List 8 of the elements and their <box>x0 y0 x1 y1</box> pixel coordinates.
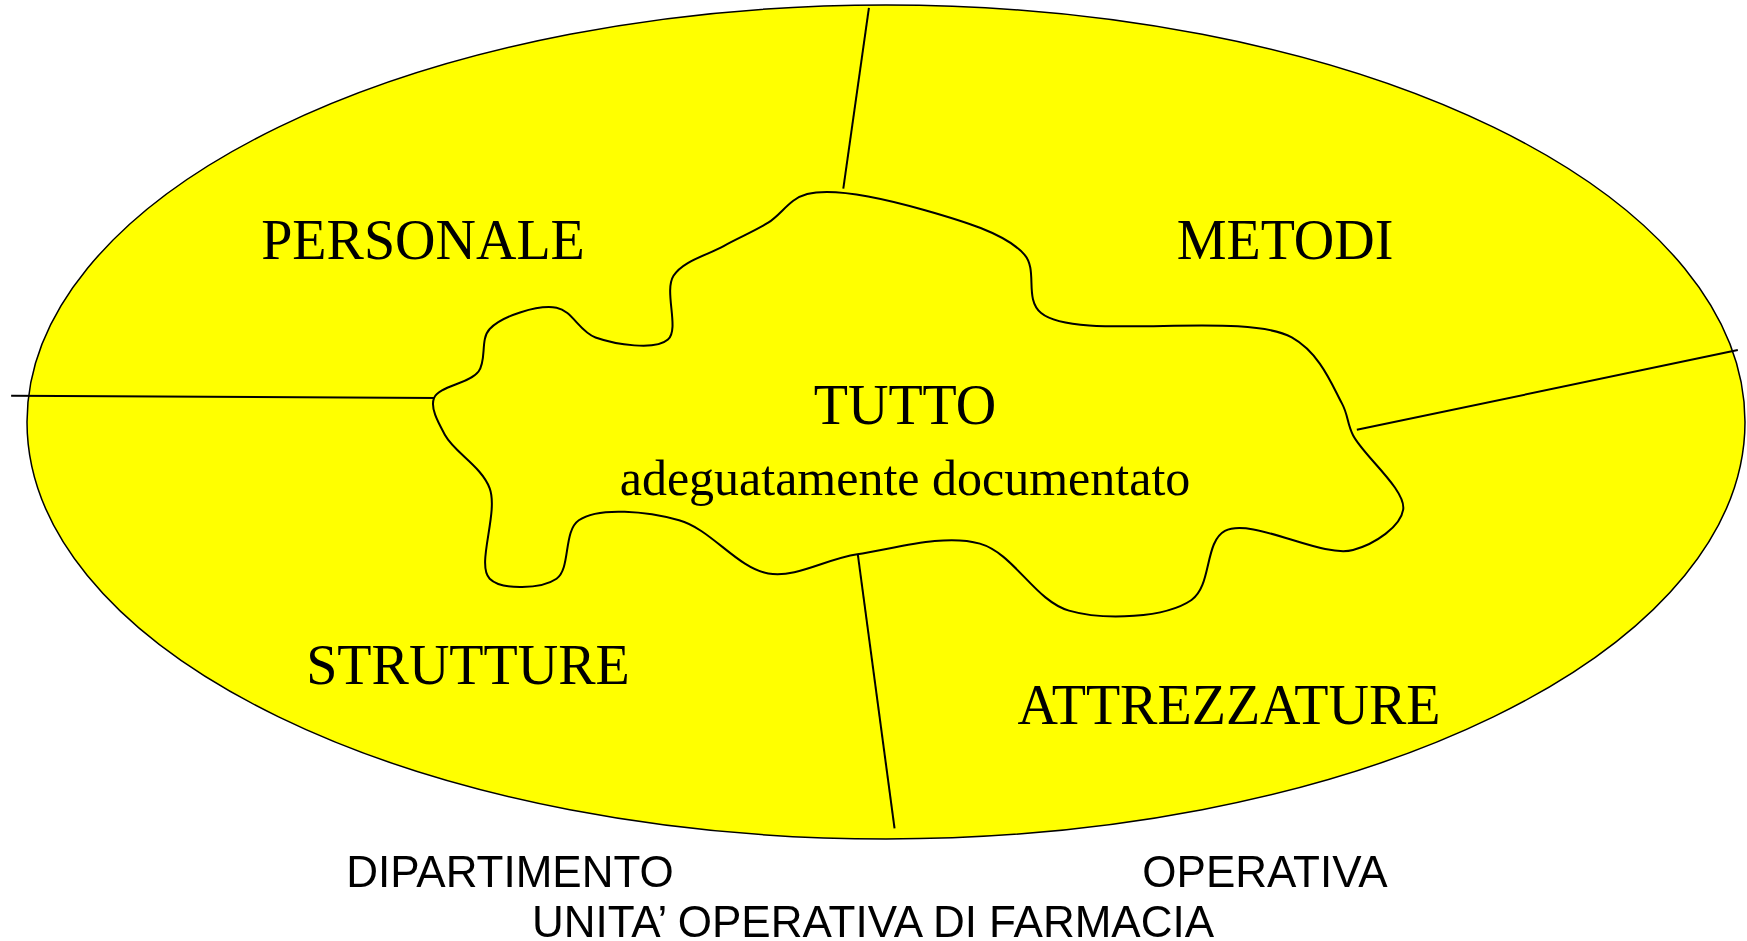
sector-label: PERSONALE <box>261 212 585 268</box>
sector-label: ATTREZZATURE <box>1017 677 1441 733</box>
subheading-text: UNITA’ OPERATIVA DI FARMACIA <box>531 900 1215 941</box>
sector-label: STRUTTURE <box>306 637 630 693</box>
heading-text: OPERATIVA <box>1142 850 1388 894</box>
heading-text: DIPARTIMENTO <box>346 850 674 894</box>
cloud-title: TUTTO <box>813 377 997 433</box>
sector-label: METODI <box>1176 212 1394 268</box>
